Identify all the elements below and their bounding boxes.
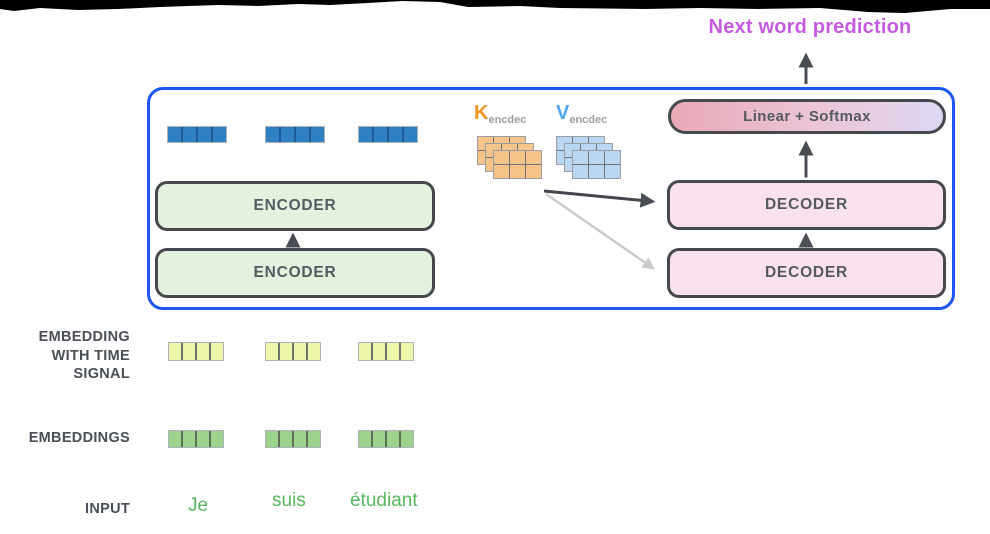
- encoder-output-vector: [167, 126, 227, 143]
- k-subscript: encdec: [488, 114, 527, 127]
- encoder-output-vector: [265, 126, 325, 143]
- label-line: EMBEDDING: [38, 329, 130, 345]
- input-word: Je: [188, 495, 209, 516]
- label-line: WITH TIME: [51, 347, 130, 364]
- embedding-vector: [358, 430, 414, 448]
- input-label: INPUT: [85, 501, 130, 517]
- time-signal-vector: [358, 342, 414, 361]
- embedding-vector: [265, 430, 321, 448]
- embedding-with-time-signal-label: EMBEDDING WITH TIME SIGNAL: [16, 328, 130, 384]
- embeddings-label: EMBEDDINGS: [28, 430, 130, 446]
- encoder-output-vector: [358, 126, 418, 143]
- k-matrix-label: Kencdec: [474, 102, 526, 126]
- input-word: étudiant: [350, 490, 418, 511]
- embedding-vector: [168, 430, 224, 448]
- time-signal-vector: [168, 342, 224, 361]
- input-word: suis: [272, 490, 306, 511]
- encoder-box-top: ENCODER: [155, 181, 435, 231]
- label-line: SIGNAL: [73, 366, 130, 382]
- decoder-box-bottom: DECODER: [667, 248, 946, 298]
- k-matrix-stack: [477, 136, 547, 184]
- v-matrix-label: Vencdec: [556, 102, 607, 126]
- k-letter: K: [474, 102, 489, 124]
- next-word-prediction-label: Next word prediction: [708, 16, 912, 38]
- v-letter: V: [556, 102, 570, 124]
- matrix-sheet: [493, 150, 542, 179]
- linear-softmax-box: Linear + Softmax: [668, 99, 946, 134]
- time-signal-vector: [265, 342, 321, 361]
- torn-edge: [0, 0, 990, 13]
- encoder-box-bottom: ENCODER: [155, 248, 435, 298]
- decoder-box-top: DECODER: [667, 180, 946, 230]
- v-subscript: encdec: [569, 114, 608, 127]
- matrix-sheet: [572, 150, 621, 179]
- v-matrix-stack: [556, 136, 626, 184]
